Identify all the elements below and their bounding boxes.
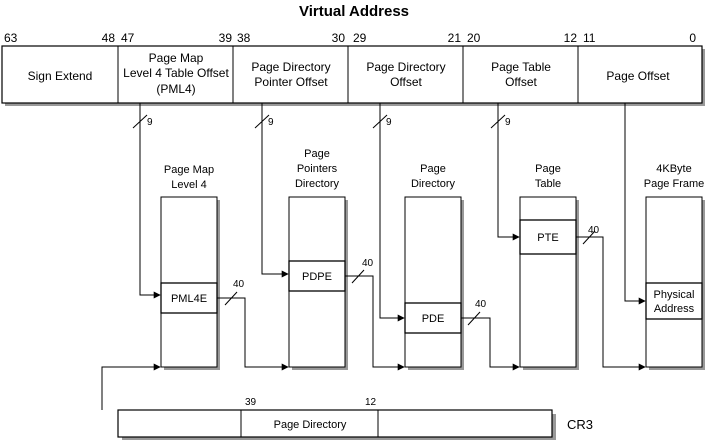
- page-frame: [645, 196, 703, 368]
- pdpe-label: PDPE: [302, 271, 332, 283]
- bit-12: 12: [564, 31, 578, 45]
- field-pt-offset-line1: Page Table: [491, 60, 551, 74]
- pml4-table-title-line2: Level 4: [171, 179, 206, 191]
- index-arrows: [139, 103, 646, 322]
- pdp-table-title-line1: Page: [304, 148, 330, 160]
- pde-label: PDE: [422, 313, 445, 325]
- field-pd-offset-line1: Page Directory: [366, 60, 445, 74]
- field-pml4-offset-line1: Page Map: [149, 51, 204, 65]
- width-9-pdp: 9: [268, 117, 274, 128]
- cr3-to-pml4-arrow: [101, 363, 161, 410]
- pdp-table-title-line3: Directory: [295, 178, 340, 190]
- bit-48: 48: [102, 31, 116, 45]
- bit-0: 0: [689, 31, 696, 45]
- pt-index-arrow: [497, 103, 520, 241]
- width-40-pdpe: 40: [362, 258, 374, 269]
- pdpe-to-pd-arrow: [345, 275, 405, 371]
- field-page-offset: Page Offset: [606, 69, 670, 83]
- diagram-title: Virtual Address: [299, 3, 409, 20]
- width-40-pte: 40: [588, 225, 600, 236]
- pd-table: [404, 196, 462, 368]
- pd-table-title-line1: Page: [420, 163, 446, 175]
- width-40-pml4e: 40: [233, 279, 245, 290]
- pt-table-title-line1: Page: [535, 163, 561, 175]
- bit-39: 39: [219, 31, 233, 45]
- width-slashes: [132, 114, 506, 129]
- frame-title-line1: 4KByte: [656, 163, 691, 175]
- pde-to-pt-arrow: [461, 317, 520, 371]
- pml4e-entry: [160, 282, 218, 314]
- field-sign-extend: Sign Extend: [28, 69, 93, 83]
- width-9-pt: 9: [505, 117, 511, 128]
- bit-21: 21: [448, 31, 462, 45]
- bit-20: 20: [467, 31, 481, 45]
- field-pdp-offset-line1: Page Directory: [251, 60, 330, 74]
- pml4-index-arrow: [139, 103, 161, 299]
- pte-label: PTE: [537, 232, 558, 244]
- cr3-bit-12: 12: [365, 397, 377, 408]
- cr3-page-directory-field: Page Directory: [274, 419, 347, 431]
- field-pt-offset-line2: Offset: [505, 75, 537, 89]
- bit-30: 30: [332, 31, 346, 45]
- pml4-table-title-line1: Page Map: [164, 164, 214, 176]
- field-pdp-offset-line2: Pointer Offset: [254, 75, 328, 89]
- pdp-table-title-line2: Pointers: [297, 163, 338, 175]
- page-offset-arrow: [624, 103, 646, 305]
- field-pd-offset-line2: Offset: [390, 75, 422, 89]
- field-pml4-offset-line3: (PML4): [156, 82, 195, 96]
- cr3-bit-39: 39: [245, 397, 257, 408]
- cr3-label: CR3: [567, 417, 593, 432]
- pml4e-to-pdp-arrow: [217, 297, 289, 371]
- pt-table-title-line2: Table: [535, 178, 561, 190]
- width-40-pde: 40: [475, 299, 487, 310]
- pd-index-arrow: [379, 103, 405, 322]
- physical-address-entry: [645, 282, 703, 320]
- bit-38: 38: [237, 31, 251, 45]
- pml4e-label: PML4E: [171, 293, 207, 305]
- frame-title-line2: Page Frame: [644, 178, 705, 190]
- physical-address-line1: Physical: [654, 289, 695, 301]
- bit-47: 47: [121, 31, 135, 45]
- pdp-index-arrow: [261, 103, 289, 278]
- pml4-table: [160, 196, 218, 368]
- pte-entry: [519, 219, 577, 255]
- bit-63: 63: [4, 31, 18, 45]
- pte-to-frame-arrow: [576, 236, 646, 371]
- pd-table-title-line2: Directory: [411, 178, 456, 190]
- field-pml4-offset-line2: Level 4 Table Offset: [123, 66, 229, 80]
- bit-29: 29: [353, 31, 367, 45]
- virtual-address-bar: [1, 45, 703, 104]
- physical-address-line2: Address: [654, 303, 695, 315]
- cr3-register: [117, 409, 553, 438]
- width-9-pml4: 9: [147, 117, 153, 128]
- width-9-pd: 9: [386, 117, 392, 128]
- bit-11: 11: [583, 31, 596, 45]
